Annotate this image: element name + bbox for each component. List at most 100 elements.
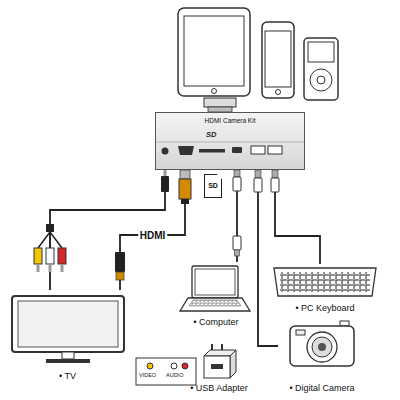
tv-set	[18, 301, 118, 347]
tv-back-panel	[136, 358, 196, 385]
keyboard	[274, 268, 376, 296]
laptop	[180, 298, 250, 311]
ipod	[304, 38, 338, 100]
hdmi-plug-hub-side	[181, 199, 189, 204]
rca-plugs	[37, 264, 40, 272]
iphone	[262, 22, 294, 98]
cable	[258, 170, 278, 346]
tv-back-panel	[147, 363, 153, 369]
hub-ports	[251, 146, 265, 154]
rca-plugs	[61, 264, 64, 272]
keyboard	[280, 272, 370, 292]
dock-connector	[204, 98, 236, 112]
usb-plug-camera	[272, 170, 278, 178]
port-label: VIDEO	[139, 373, 156, 379]
ipad	[212, 89, 217, 94]
tv-back-panel	[171, 363, 177, 369]
port-label: AUDIO	[166, 373, 183, 379]
node-label: SD	[208, 182, 218, 190]
hub-body	[155, 112, 305, 170]
keyboard	[274, 268, 376, 296]
hub-ports	[162, 146, 283, 155]
node-label: • USB Adapter	[190, 383, 248, 393]
usb-plug-keyboard	[255, 170, 261, 178]
micro-usb-plug	[233, 170, 241, 191]
tv-set	[12, 296, 124, 352]
digital-camera	[290, 326, 354, 366]
ipad	[178, 8, 250, 96]
digital-camera	[290, 321, 354, 366]
audio-plug	[164, 170, 167, 176]
tv-set	[12, 296, 124, 363]
laptop	[189, 300, 241, 306]
hdmi-plug-tv-side	[115, 252, 125, 280]
ipad	[184, 16, 244, 86]
hub-ports	[199, 149, 225, 153]
sd-card: SD	[204, 174, 222, 198]
tv-set	[46, 359, 90, 363]
rca-splitter	[46, 224, 54, 232]
rca-plugs	[49, 264, 52, 272]
hub-ports	[178, 146, 194, 155]
usb-adapter	[204, 356, 230, 378]
keyboard-node: • PC Keyboard	[270, 264, 380, 314]
rca-splitter	[38, 224, 62, 248]
camera-kit-hub: HDMI Camera Kit	[155, 112, 305, 170]
dock-connector	[204, 98, 236, 107]
node-label: • TV	[59, 371, 76, 381]
digital-camera	[296, 330, 305, 335]
hub-body	[155, 142, 305, 143]
usb-plug-computer	[235, 250, 240, 256]
tv-back-panel	[182, 363, 188, 369]
audio-plug	[161, 170, 169, 192]
hdmi-plug-hub-side	[179, 170, 191, 204]
iphone	[265, 31, 291, 87]
micro-usb-plug	[233, 177, 241, 191]
usb-adapter	[230, 350, 236, 378]
hdmi-plug-tv-side	[115, 252, 125, 272]
usb-adapter-node: • USB Adapter	[185, 338, 253, 394]
usb-adapter	[204, 344, 236, 378]
usb-plug-camera	[271, 178, 279, 192]
rca-plugs	[34, 248, 42, 264]
usb-plug-camera	[271, 170, 279, 192]
digital-camera	[318, 343, 326, 351]
usb-plug-keyboard	[254, 170, 262, 192]
rca-plugs	[46, 248, 54, 264]
ipad	[178, 8, 250, 96]
usb-plug-keyboard	[254, 178, 262, 192]
sd-logo: SD	[206, 131, 216, 139]
cable	[275, 170, 320, 264]
digital-camera	[307, 332, 337, 362]
laptop	[192, 266, 238, 298]
hdmi-plug-hub-side	[180, 170, 190, 179]
hub-ports	[232, 147, 242, 153]
usb-adapter	[211, 364, 223, 369]
ipod	[304, 38, 338, 100]
digital-camera	[312, 337, 332, 357]
tv-set	[62, 352, 74, 359]
iphone	[276, 90, 281, 95]
rca-plugs	[34, 248, 66, 272]
ipod	[317, 76, 325, 84]
audio-plug	[161, 176, 169, 192]
node-label: • PC Keyboard	[295, 303, 354, 313]
hub-ports	[162, 148, 169, 155]
usb-plug-computer	[233, 236, 241, 256]
tv-node: • TV	[5, 290, 130, 382]
hub-body	[155, 112, 305, 170]
laptop	[195, 269, 235, 295]
node-label: • Digital Camera	[289, 383, 354, 393]
laptop	[180, 266, 250, 311]
cable-label: HDMI	[138, 230, 168, 241]
rca-plugs	[58, 248, 66, 264]
camera-node: • Digital Camera	[278, 316, 366, 394]
tv-back-panel	[136, 358, 196, 385]
hub-ports	[268, 146, 282, 154]
rca-splitter	[38, 232, 62, 248]
computer-node: • Computer	[180, 262, 252, 328]
node-label: HDMI Camera Kit	[205, 117, 256, 124]
micro-usb-plug	[234, 170, 240, 177]
